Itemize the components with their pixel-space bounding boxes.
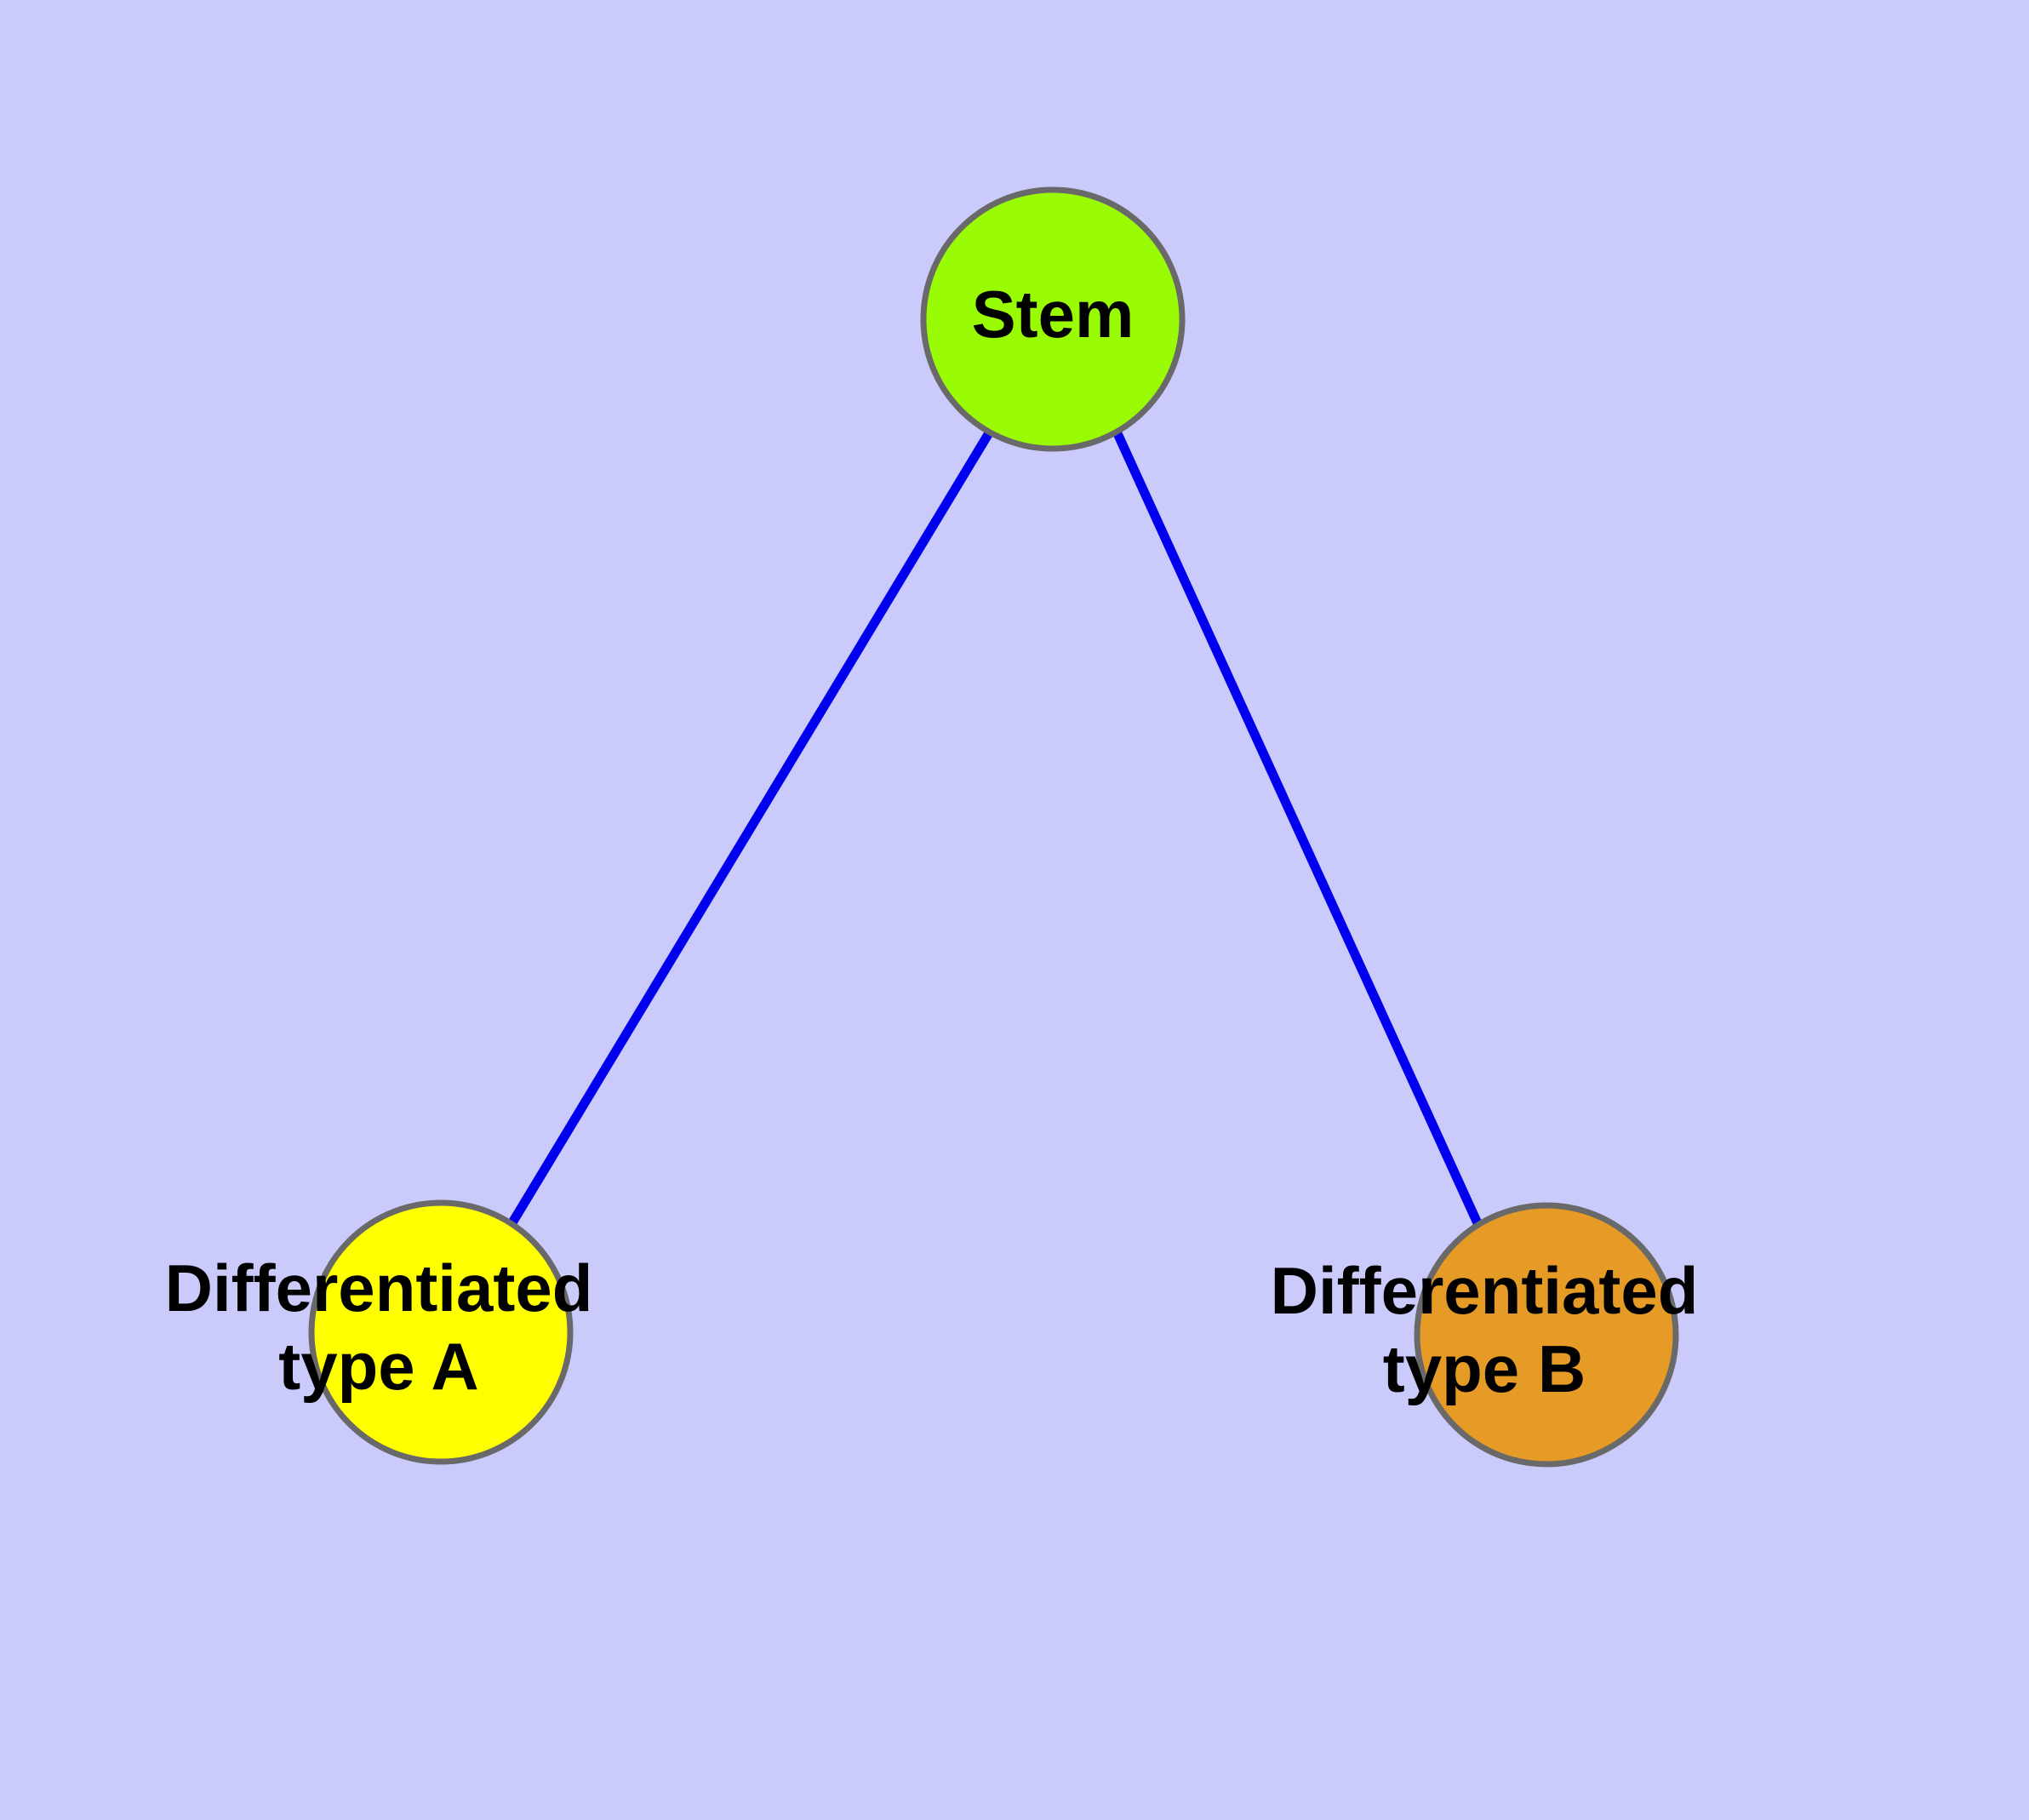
graph-node-label-line: type B: [1383, 1331, 1586, 1406]
graph-node-label-stem: Stem: [972, 277, 1135, 352]
graph-node-label-line: type A: [278, 1329, 479, 1404]
graph-node-stem[interactable]: [920, 186, 1186, 452]
graph-node-label-line: Differentiated: [165, 1251, 593, 1325]
nodes-layer: [308, 186, 1679, 1468]
graph-edge-stem-to-diff-b[interactable]: [1112, 429, 1483, 1228]
graph-edge-stem-to-diff-a[interactable]: [507, 429, 994, 1227]
graph-node-label-line: Stem: [972, 277, 1135, 352]
graph-node-diff_a[interactable]: [308, 1199, 574, 1465]
graph-node-label-line: Differentiated: [1271, 1253, 1699, 1328]
graph-node-diff_b[interactable]: [1414, 1202, 1679, 1468]
edges-layer: [507, 429, 1483, 1228]
